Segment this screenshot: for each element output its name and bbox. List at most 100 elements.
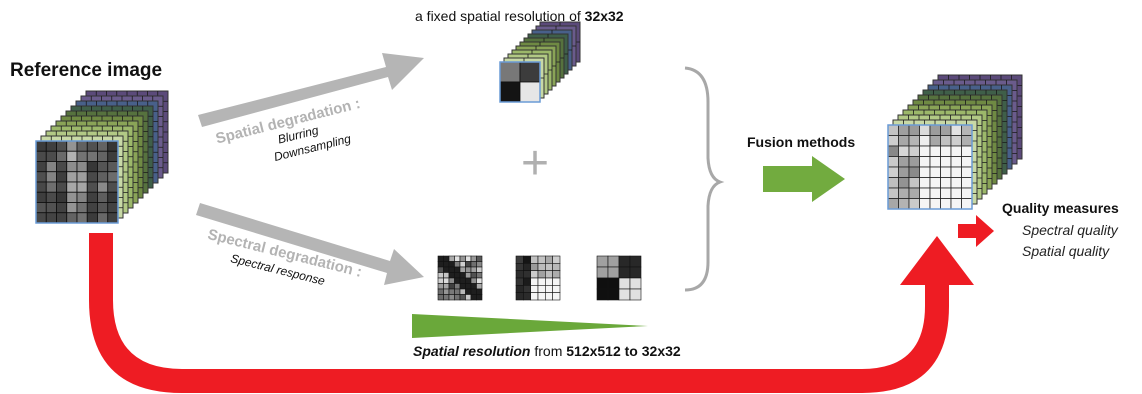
grid-cell xyxy=(515,270,524,279)
grid-cell xyxy=(545,270,553,279)
grid-cell xyxy=(607,277,620,290)
grid-cell xyxy=(545,285,553,293)
stack-front-cell xyxy=(898,198,910,210)
stack-front-cell xyxy=(66,161,78,173)
stack-front-cell xyxy=(919,124,931,136)
grid-cell xyxy=(537,277,546,286)
stack-front-cell xyxy=(76,191,88,203)
grid-cell xyxy=(437,288,444,295)
grid-cell xyxy=(454,283,461,290)
grid-cell xyxy=(537,292,546,301)
quality-arrow-icon xyxy=(958,215,994,247)
stack-front-cell xyxy=(97,191,109,203)
stack-front-cell xyxy=(107,212,119,224)
stack-front-cell xyxy=(76,212,88,224)
grid-cell xyxy=(448,283,455,290)
grid-cell xyxy=(530,263,539,271)
grid-cell xyxy=(629,277,642,290)
grid-cell xyxy=(470,294,477,301)
stack-front-border xyxy=(887,124,973,210)
grid-image-fine-icon xyxy=(437,255,483,301)
reference-image-label: Reference image xyxy=(10,60,163,81)
grid-cell xyxy=(515,277,524,286)
grid-cell xyxy=(515,255,524,264)
grid-cell xyxy=(523,285,531,293)
grid-cell xyxy=(437,255,444,262)
stack-front-cell xyxy=(107,181,119,193)
stack-front-layer xyxy=(35,140,119,224)
stack-front-border xyxy=(35,140,119,224)
stack-front-layer xyxy=(887,124,973,210)
stack-front-cell xyxy=(908,124,920,136)
stack-front-cell xyxy=(898,177,910,189)
grid-cell xyxy=(465,255,472,262)
stack-front-cell xyxy=(56,191,68,203)
top-caption: a fixed spatial resolution of 32x32 xyxy=(415,8,624,24)
stack-front-cell xyxy=(45,202,57,214)
grid-cell xyxy=(437,266,444,273)
grid-cell xyxy=(530,270,539,279)
stack-front-cell xyxy=(86,202,98,214)
grid-cell xyxy=(629,255,642,268)
grid-cell xyxy=(537,255,546,264)
stack-front-cell xyxy=(940,166,952,178)
stack-front-cell xyxy=(66,191,78,203)
grid-cell xyxy=(530,285,539,293)
stack-front-cell xyxy=(56,212,68,224)
grid-cell xyxy=(454,294,461,301)
stack-front-cell xyxy=(86,150,98,162)
grid-cell xyxy=(545,292,553,301)
stack-front-cell xyxy=(887,177,899,189)
stack-front-cell xyxy=(887,198,899,210)
stack-front-cell xyxy=(929,198,941,210)
stack-front-cell xyxy=(940,145,952,157)
grid-cell xyxy=(537,263,546,271)
stack-front-cell xyxy=(86,181,98,193)
stack-front-cell xyxy=(887,187,899,199)
grid-cell xyxy=(476,294,483,301)
grid-cell xyxy=(596,255,609,268)
grid-cell xyxy=(454,288,461,295)
grid-cell xyxy=(470,272,477,279)
grid-cell xyxy=(437,294,444,301)
grid-cell xyxy=(618,288,631,301)
grid-cell xyxy=(618,255,631,268)
stack-front-cell xyxy=(961,187,973,199)
brace-icon xyxy=(684,66,725,292)
grid-cell xyxy=(476,288,483,295)
bottom-caption-middle: from xyxy=(530,343,567,359)
stack-front-cell xyxy=(76,150,88,162)
grid-cell xyxy=(523,292,531,301)
quality-item-spatial: Spatial quality xyxy=(1022,243,1110,259)
stack-front-cell xyxy=(499,61,521,83)
stack-front-cell xyxy=(940,198,952,210)
grid-cell xyxy=(443,266,450,273)
stack-front-cell xyxy=(887,156,899,168)
stack-front-cell xyxy=(961,145,973,157)
top-caption-prefix: a fixed spatial resolution of xyxy=(415,8,585,24)
grid-cell xyxy=(443,288,450,295)
stack-front-cell xyxy=(961,177,973,189)
grid-cell xyxy=(459,272,466,279)
stack-front-cell xyxy=(898,156,910,168)
grid-cell xyxy=(459,288,466,295)
grid-cell xyxy=(465,283,472,290)
stack-front-cell xyxy=(107,150,119,162)
stack-front-cell xyxy=(929,177,941,189)
grid-cell xyxy=(454,266,461,273)
grid-cell xyxy=(470,266,477,273)
grid-cell xyxy=(607,255,620,268)
stack-front-cell xyxy=(898,166,910,178)
stack-front-cell xyxy=(76,140,88,152)
grid-cell xyxy=(596,277,609,290)
resolution-wedge-icon xyxy=(412,314,648,338)
grid-cell xyxy=(545,277,553,286)
stack-front-cell xyxy=(919,187,931,199)
stack-front-cell xyxy=(919,166,931,178)
stack-front-cell xyxy=(86,212,98,224)
grid-cell xyxy=(545,263,553,271)
stack-front-cell xyxy=(908,166,920,178)
stack-front-cell xyxy=(45,171,57,183)
stack-front-cell xyxy=(66,171,78,183)
